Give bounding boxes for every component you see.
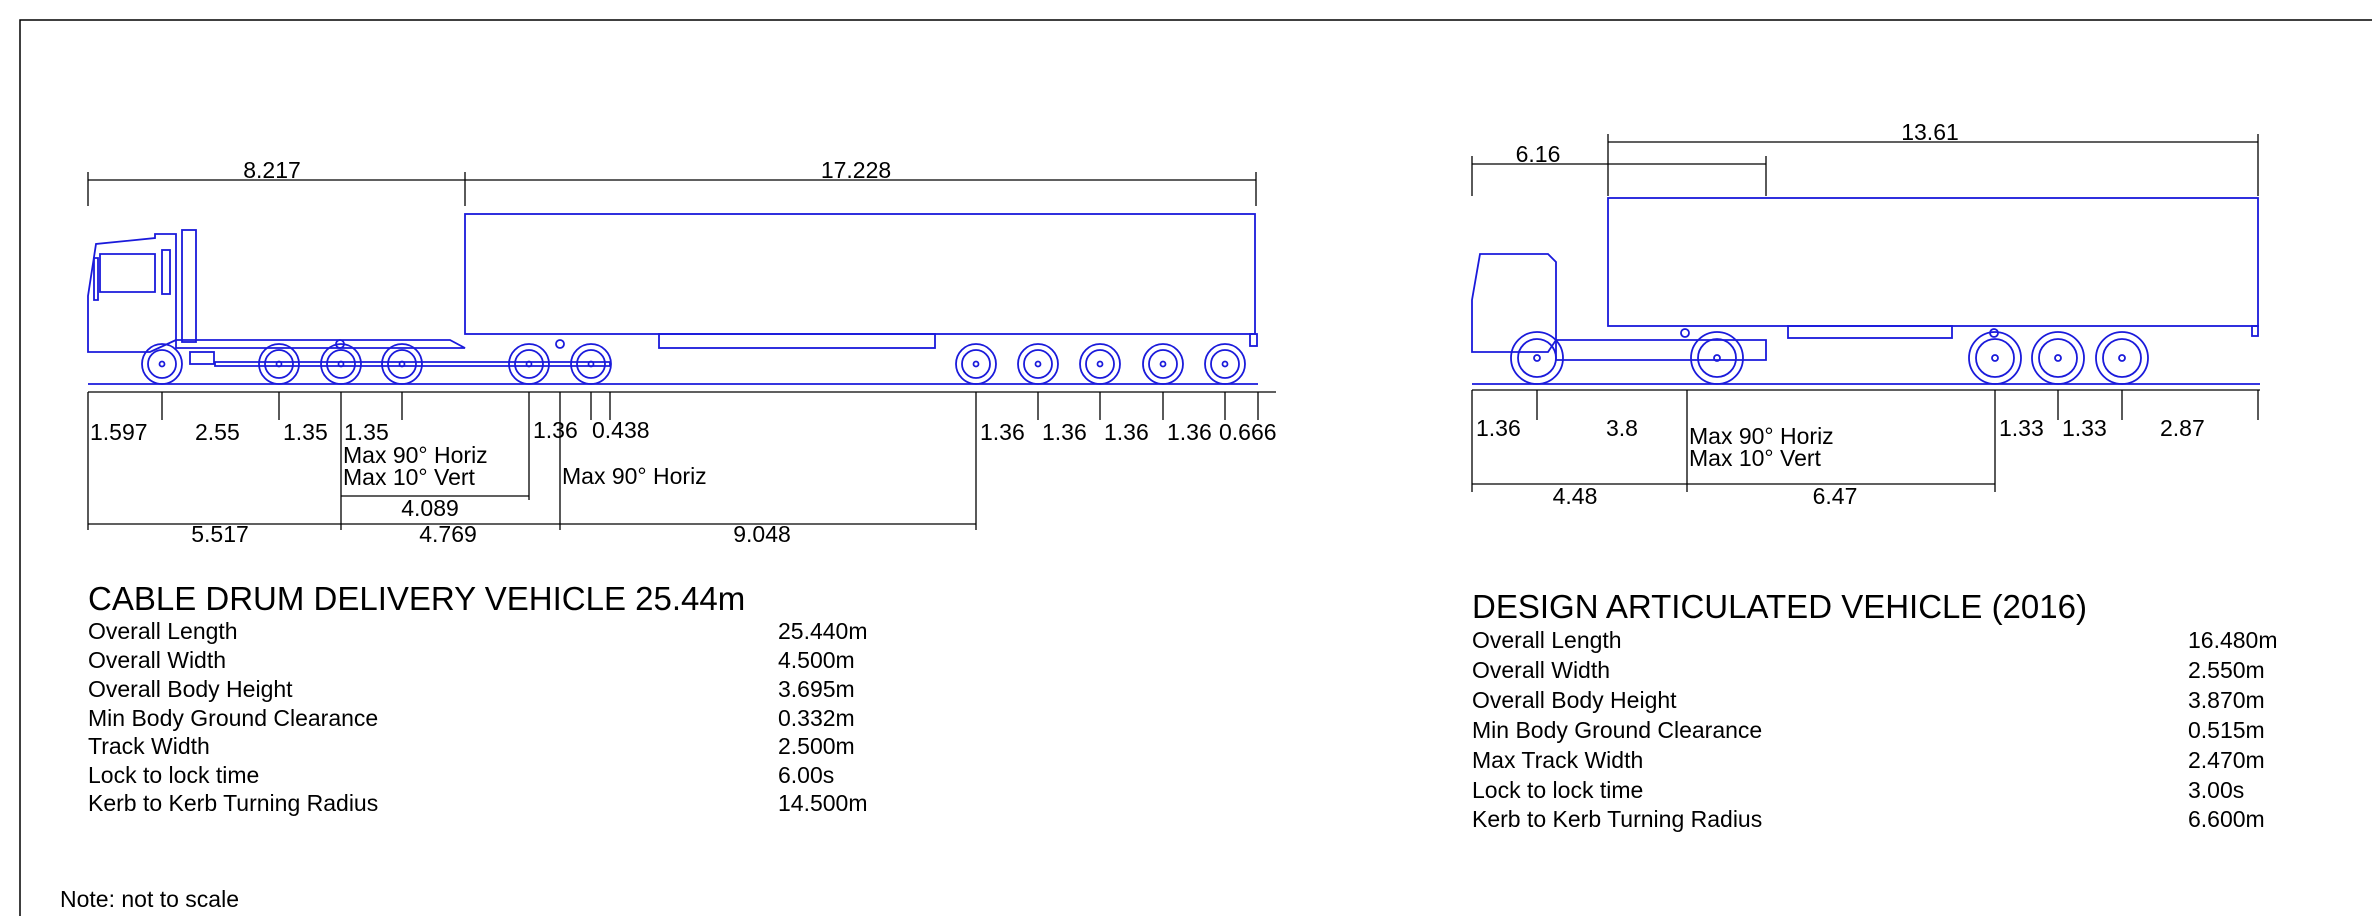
v1-lower-dim-3: 4.769: [419, 521, 477, 547]
v1-top-dim-2: 17.228: [821, 157, 891, 183]
v1-axle-dim-6: 0.438: [592, 417, 650, 443]
v1-axle-dim-1: 1.597: [90, 419, 148, 445]
v1-axle-dim-8: 1.36: [1042, 419, 1087, 445]
v1-axle-dim-9: 1.36: [1104, 419, 1149, 445]
v1-axle-dim-5: 1.36: [533, 417, 578, 443]
v1-steer-note-1a: Max 90° Horiz: [343, 442, 488, 468]
v2-spec-value: 0.515m: [2188, 717, 2265, 743]
v2-axle-dim-3: 1.33: [1999, 415, 2044, 441]
v2-fifth-wheel: [1680, 328, 1690, 338]
v2-steer-note-a: Max 90° Horiz: [1689, 423, 1834, 449]
v1-trailer-body: [464, 213, 1256, 335]
v2-spec-label: Lock to lock time: [1472, 777, 1643, 803]
v1-lower-dim-1: 4.089: [401, 495, 459, 521]
v1-drawbar: [214, 361, 611, 367]
v1-spec-value: 2.500m: [778, 733, 855, 759]
v2-axle-dim-4: 1.33: [2062, 415, 2107, 441]
v1-trailer-skirt: [658, 333, 936, 349]
v2-axle-dim-5: 2.87: [2160, 415, 2205, 441]
v2-steer-note-b: Max 10° Vert: [1689, 445, 1822, 471]
v2-spec-label: Overall Width: [1472, 657, 1610, 683]
v1-spec-label: Overall Width: [88, 647, 226, 673]
v2-axle-dim-1: 1.36: [1476, 415, 1521, 441]
v2-trailer-skirt: [1787, 325, 1953, 339]
v1-axle-dim-2: 2.55: [195, 419, 240, 445]
v1-spec-label: Min Body Ground Clearance: [88, 705, 378, 731]
v2-truck-cab: [1471, 253, 1557, 353]
v1-spec-value: 14.500m: [778, 790, 868, 816]
v1-lower-dim-4: 9.048: [733, 521, 791, 547]
v2-spec-value: 6.600m: [2188, 806, 2265, 832]
v1-spec-value: 0.332m: [778, 705, 855, 731]
v1-spec-label: Overall Body Height: [88, 676, 293, 702]
v1-spec-table: Overall Length 25.440m Overall Width 4.5…: [88, 618, 868, 816]
vehicle2-drawing: [1471, 197, 2260, 385]
v1-exhaust-stack: [181, 229, 197, 343]
v1-tractor-chassis: [175, 339, 466, 349]
v1-spec-label: Overall Length: [88, 618, 238, 644]
v1-truck-cab: [87, 233, 177, 353]
v1-spec-value: 4.500m: [778, 647, 855, 673]
scale-note: Note: not to scale: [60, 886, 239, 912]
v2-axle-dim-2: 3.8: [1606, 415, 1638, 441]
v1-spec-label: Kerb to Kerb Turning Radius: [88, 790, 378, 816]
v1-steer-note-2: Max 90° Horiz: [562, 463, 707, 489]
v1-axle-dim-11: 0.666: [1219, 419, 1277, 445]
v1-trailer-rear-light: [1249, 333, 1258, 347]
v2-spec-label: Kerb to Kerb Turning Radius: [1472, 806, 1762, 832]
v2-trailer-body: [1607, 197, 2259, 327]
v2-top-dim-2: 13.61: [1901, 119, 1959, 145]
v1-cab-mirror: [93, 257, 99, 301]
v1-spec-value: 6.00s: [778, 762, 834, 788]
v1-steer-note-1b: Max 10° Vert: [343, 464, 476, 490]
v2-spec-value: 3.870m: [2188, 687, 2265, 713]
v1-turntable: [555, 339, 565, 349]
v1-spec-label: Lock to lock time: [88, 762, 259, 788]
v1-spec-label: Track Width: [88, 733, 210, 759]
v1-wheel-group: [141, 343, 1246, 385]
sheet-border: [19, 19, 2372, 916]
v1-title: CABLE DRUM DELIVERY VEHICLE 25.44m: [88, 580, 745, 617]
v1-lower-dim-2: 5.517: [191, 521, 249, 547]
v2-spec-label: Overall Body Height: [1472, 687, 1677, 713]
v2-trailer-rear-light: [2251, 325, 2259, 337]
v2-spec-table: Overall Length 16.480m Overall Width 2.5…: [1472, 627, 2278, 832]
v2-top-dim-1: 6.16: [1516, 141, 1561, 167]
v2-wheel-group: [1510, 331, 2149, 385]
v1-top-dim-1: 8.217: [243, 157, 301, 183]
v2-spec-value: 3.00s: [2188, 777, 2244, 803]
v1-dimensions: [87, 172, 1276, 530]
vehicle1-drawing: [87, 213, 1258, 385]
v2-lower-dim-1: 4.48: [1553, 483, 1598, 509]
v2-spec-label: Min Body Ground Clearance: [1472, 717, 1762, 743]
v1-spec-value: 3.695m: [778, 676, 855, 702]
v2-spec-value: 2.550m: [2188, 657, 2265, 683]
v2-lower-dim-2: 6.47: [1813, 483, 1858, 509]
v1-axle-dim-10: 1.36: [1167, 419, 1212, 445]
v1-fuel-tank: [189, 351, 215, 365]
v1-spec-value: 25.440m: [778, 618, 868, 644]
v1-axle-dim-3: 1.35: [283, 419, 328, 445]
v2-spec-label: Overall Length: [1472, 627, 1622, 653]
v2-spec-label: Max Track Width: [1472, 747, 1643, 773]
v1-axle-dim-4: 1.35: [344, 419, 389, 445]
v1-cab-window: [99, 253, 156, 293]
v1-axle-dim-7: 1.36: [980, 419, 1025, 445]
v2-dimensions: [1471, 134, 2260, 492]
v2-title: DESIGN ARTICULATED VEHICLE (2016): [1472, 588, 2087, 625]
v2-spec-value: 2.470m: [2188, 747, 2265, 773]
v1-cab-door-handle: [161, 249, 171, 295]
v2-spec-value: 16.480m: [2188, 627, 2278, 653]
